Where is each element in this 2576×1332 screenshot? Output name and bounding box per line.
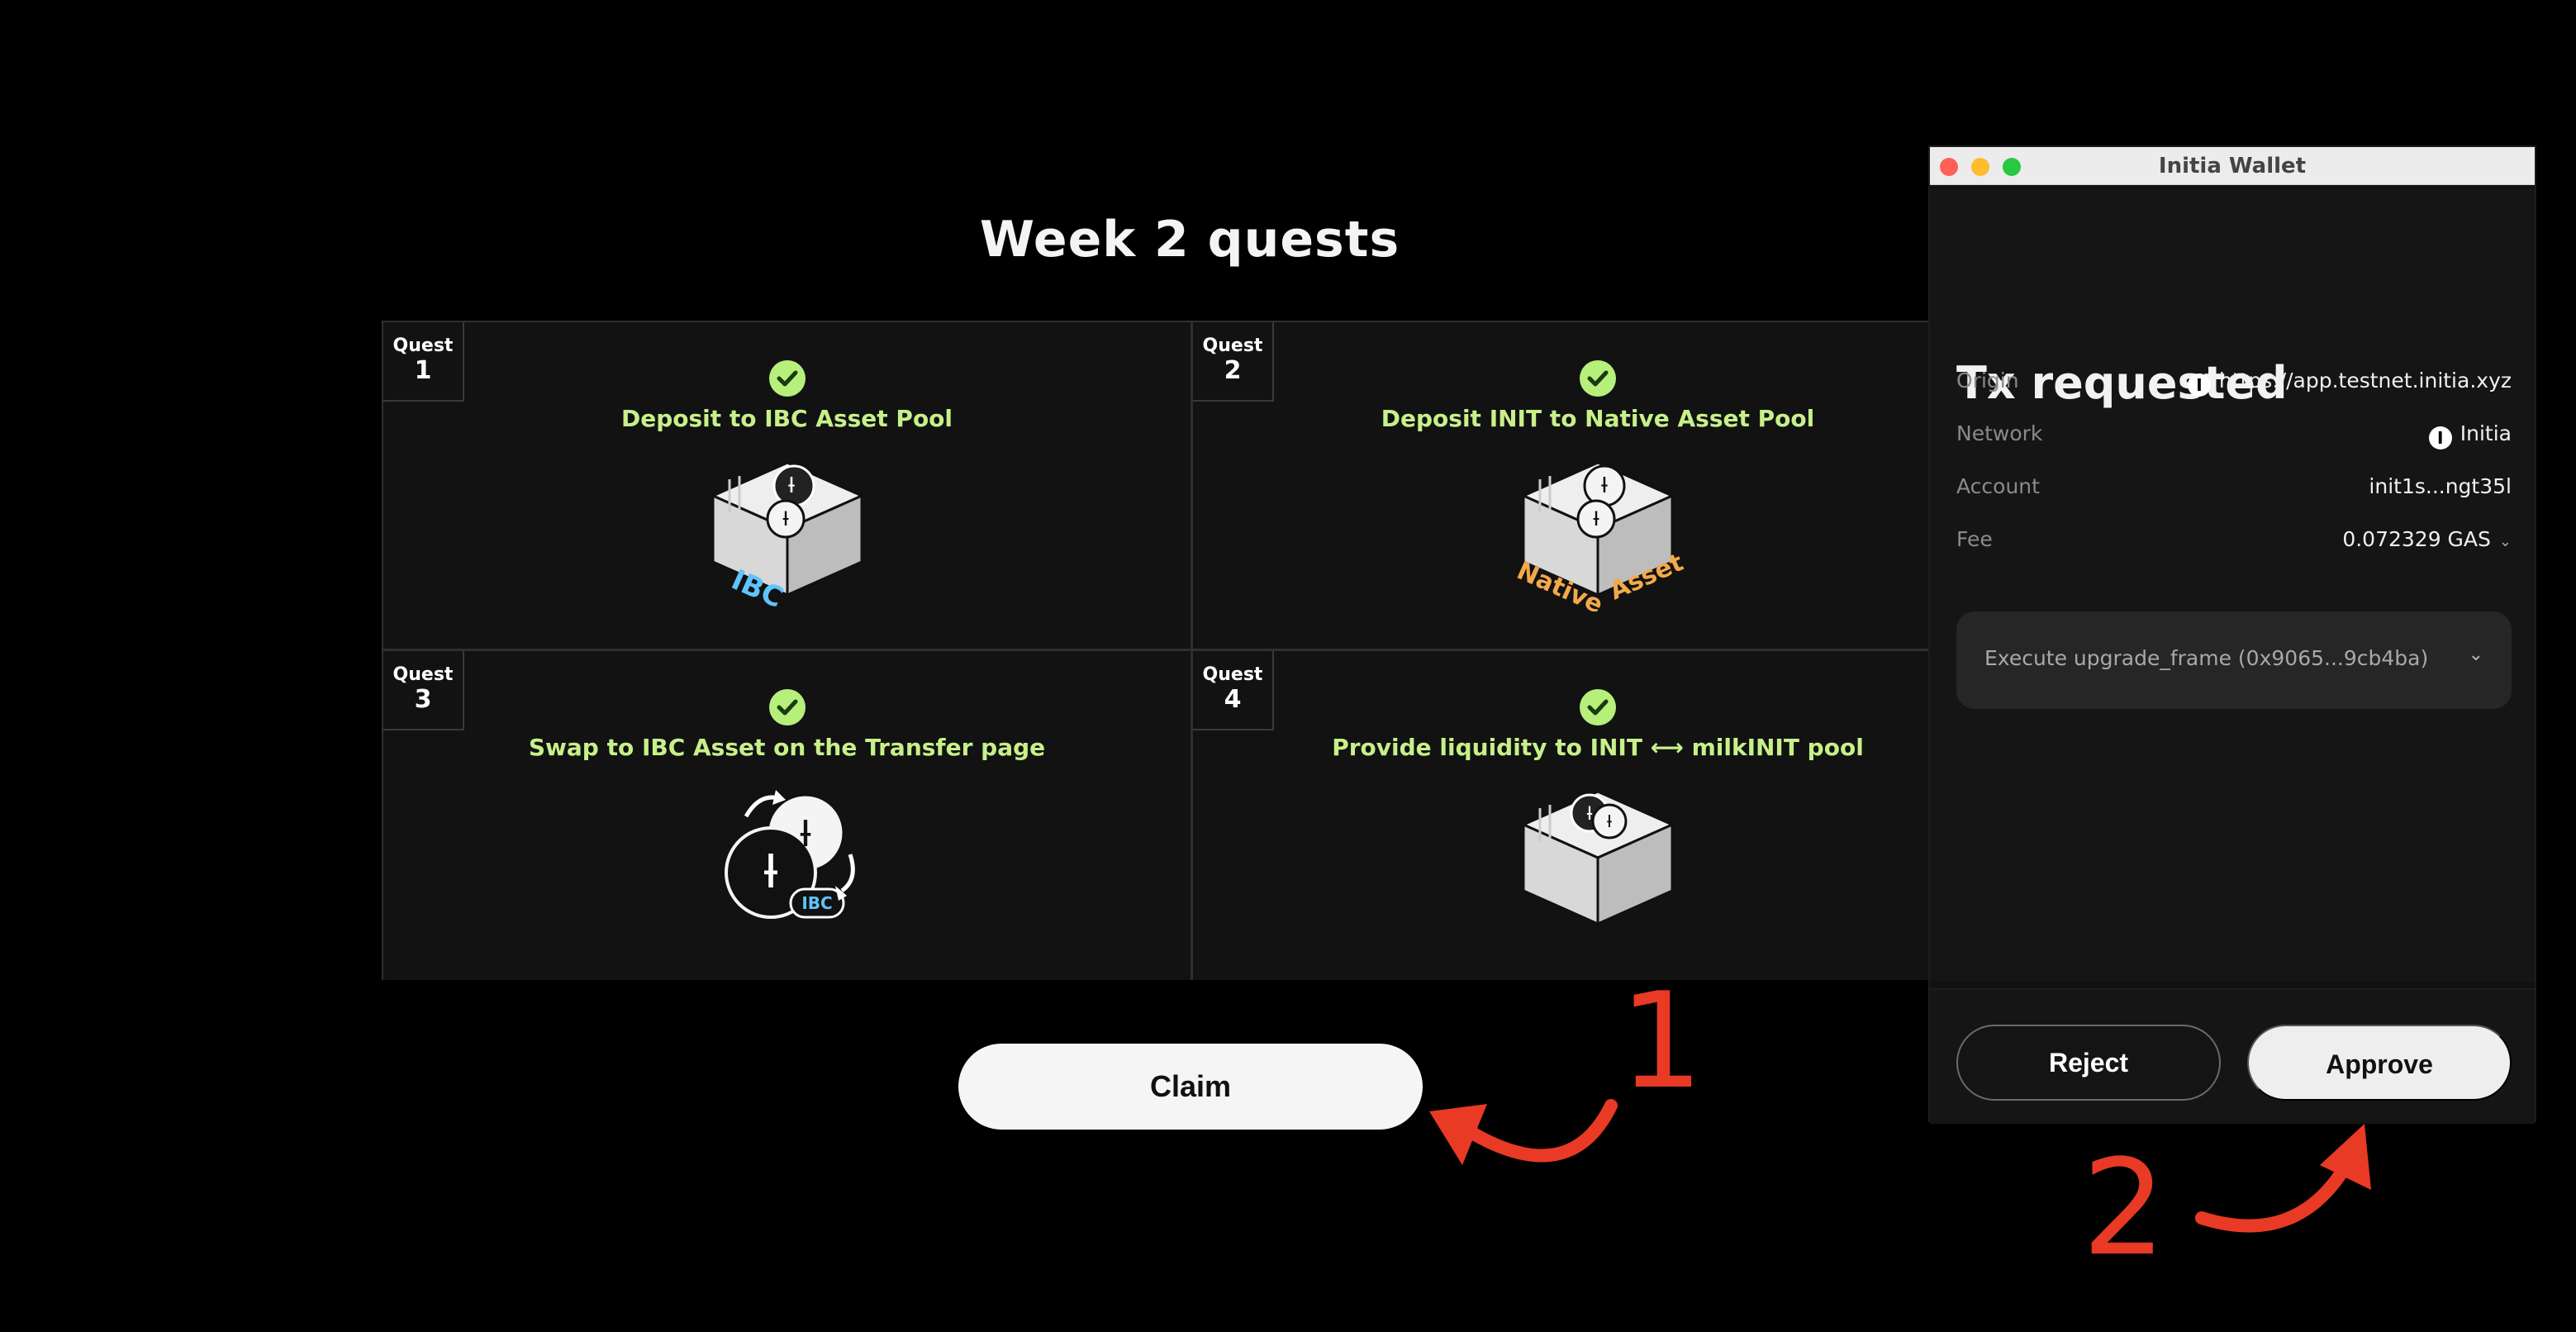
quest-card-3[interactable]: Quest 3 Swap to IBC Asset on the Transfe… (383, 651, 1193, 980)
svg-text:IBC: IBC (801, 893, 832, 913)
account-value: init1s...ngt35l (2369, 474, 2512, 498)
svg-text:Ɨ: Ɨ (1587, 804, 1593, 825)
origin-url: https://app.testnet.initia.xyz (2218, 369, 2512, 392)
fee-amount: 0.072329 GAS (2342, 527, 2491, 551)
quest-tag: Quest 4 (1193, 651, 1274, 730)
svg-text:Ɨ: Ɨ (800, 813, 810, 855)
check-icon (768, 689, 806, 725)
initia-logo-icon: I (2428, 426, 2452, 450)
fee-value[interactable]: 0.072329 GAS ⌄ (2342, 527, 2512, 551)
svg-text:Ɨ: Ɨ (782, 507, 788, 530)
step-2-annotation: 2 (2082, 1130, 2166, 1285)
quest-label: Deposit INIT to Native Asset Pool (1381, 405, 1815, 432)
fee-label: Fee (1956, 527, 1993, 551)
tx-heading: Tx requested (1956, 357, 2288, 409)
quest-number: 1 (414, 356, 432, 385)
network-name: Initia (2460, 421, 2512, 445)
initia-logo-icon: I (2187, 373, 2211, 397)
wallet-body (1930, 188, 2535, 982)
quest-tag-word: Quest (392, 664, 454, 685)
quest-card-4[interactable]: Quest 4 Provide liquidity to INIT ⟷ milk… (1193, 651, 1935, 980)
arrow-to-claim (1464, 1099, 1618, 1163)
origin-label: Origin (1956, 369, 2019, 392)
window-title: Initia Wallet (2158, 154, 2307, 178)
svg-text:Ɨ: Ɨ (1601, 473, 1608, 498)
approve-button[interactable]: Approve (2247, 1025, 2512, 1101)
quest-tag-word: Quest (1202, 335, 1263, 356)
check-icon (1580, 689, 1616, 725)
minimize-window-button[interactable] (1971, 158, 1989, 176)
quest-tag: Quest 1 (383, 322, 464, 402)
ibc-pool-icon: Ɨ Ɨ IBC (709, 461, 865, 611)
liquidity-pool-icon: Ɨ Ɨ (1520, 790, 1675, 926)
quest-card-2[interactable]: Quest 2 Deposit INIT to Native Asset Poo… (1193, 322, 1935, 651)
quest-tag-word: Quest (392, 335, 454, 356)
arrow-to-approve (2195, 1158, 2353, 1233)
check-icon (1580, 360, 1616, 397)
reject-button[interactable]: Reject (1956, 1025, 2221, 1101)
native-asset-pool-icon: Ɨ Ɨ Native Asset (1513, 461, 1688, 611)
quest-tag: Quest 2 (1193, 322, 1274, 402)
maximize-window-button[interactable] (2003, 158, 2021, 176)
svg-text:Ɨ: Ɨ (1593, 507, 1599, 530)
quest-grid: Quest 1 Deposit to IBC Asset Pool Ɨ Ɨ IB… (382, 321, 1935, 980)
arrow-to-claim-head (1429, 1104, 1487, 1165)
network-label: Network (1956, 421, 2043, 445)
claim-button[interactable]: Claim (958, 1044, 1423, 1130)
quest-tag: Quest 3 (383, 651, 464, 730)
quest-number: 4 (1224, 685, 1242, 714)
check-icon (768, 360, 806, 397)
wallet-footer: Reject Approve (1930, 988, 2535, 1124)
step-1-annotation: 1 (1619, 963, 1704, 1118)
network-row: Network I Initia (1956, 421, 2512, 454)
message-text: Execute upgrade_frame (0x9065...9cb4ba) (1984, 646, 2429, 670)
svg-text:Ɨ: Ɨ (763, 845, 777, 899)
swap-ibc-icon: Ɨ Ɨ IBC (724, 790, 855, 919)
svg-text:Ɨ: Ɨ (788, 473, 795, 498)
chevron-down-icon: ⌄ (2468, 645, 2483, 665)
quest-label: Deposit to IBC Asset Pool (620, 405, 953, 432)
fee-row[interactable]: Fee 0.072329 GAS ⌄ (1956, 527, 2512, 560)
account-label: Account (1956, 474, 2040, 498)
window-titlebar: Initia Wallet (1930, 147, 2535, 185)
quest-tag-word: Quest (1202, 664, 1263, 685)
quest-number: 2 (1224, 356, 1242, 385)
quest-label: Provide liquidity to INIT ⟷ milkINIT poo… (1332, 734, 1864, 761)
arrow-to-approve-head (2320, 1124, 2371, 1190)
svg-text:Ɨ: Ɨ (1607, 811, 1612, 831)
quest-card-1[interactable]: Quest 1 Deposit to IBC Asset Pool Ɨ Ɨ IB… (383, 322, 1193, 651)
network-value: I Initia (2428, 421, 2512, 450)
account-row: Account init1s...ngt35l (1956, 474, 2512, 507)
chevron-down-icon: ⌄ (2498, 533, 2512, 550)
message-dropdown[interactable]: Execute upgrade_frame (0x9065...9cb4ba) … (1956, 611, 2512, 709)
quest-label: Swap to IBC Asset on the Transfer page (528, 734, 1046, 761)
page-title: Week 2 quests (979, 211, 1400, 269)
quest-number: 3 (414, 685, 432, 714)
close-window-button[interactable] (1940, 158, 1958, 176)
